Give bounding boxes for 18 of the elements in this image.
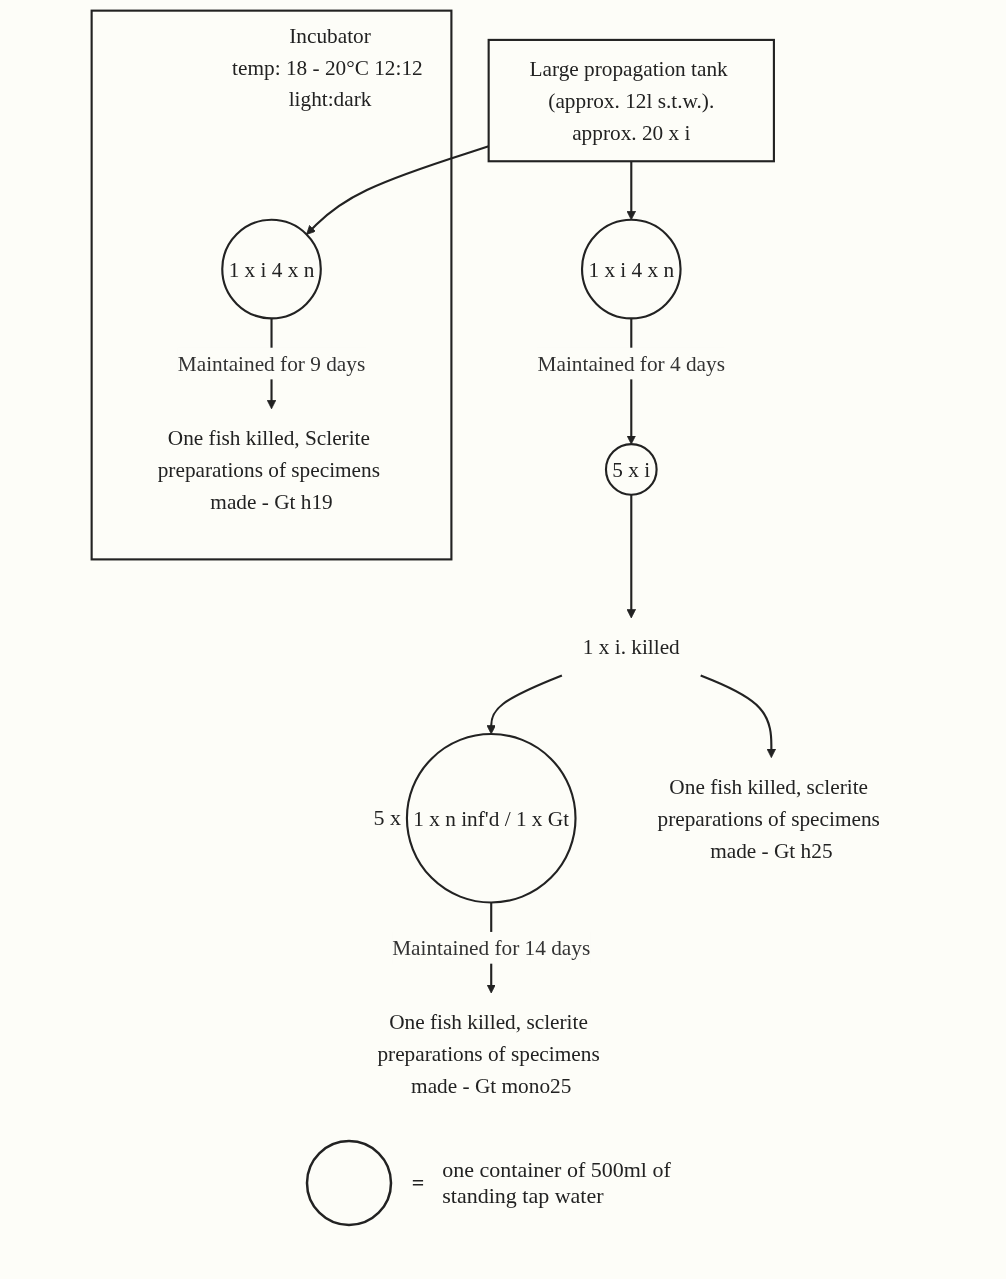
node-text: One fish killed, sclerite preparations of specimens made - Gt h25	[657, 774, 881, 862]
beside-text: 5 x	[373, 805, 402, 832]
edge-label: Maintained for 4 days	[537, 351, 726, 376]
node-box: Large propagation tank (approx. 12l s.t.w.). approx. 20 x i	[487, 38, 776, 163]
edge-label: Maintained for 9 days	[178, 351, 366, 376]
node-circle: 1 x n inf'd / 1 x Gt	[406, 732, 577, 904]
node-circle: 5 x i	[605, 443, 658, 496]
node-circle: 1 x i 4 x n	[581, 218, 682, 320]
arrow	[486, 674, 563, 735]
node-text: One fish killed, Sclerite preparations of specimens made - Gt h19	[157, 425, 381, 514]
arrow	[626, 494, 637, 619]
arrow	[700, 674, 777, 758]
node-text: 1 x i. killed	[582, 634, 680, 659]
node-circle: 1 x i 4 x n	[221, 218, 323, 320]
edge-label: Maintained for 14 days	[392, 936, 591, 960]
equals-sign: =	[411, 1170, 425, 1196]
legend-text: one container of 500ml of standing tap water	[442, 1157, 672, 1209]
node-text: One fish killed, sclerite preparations of specimens made - Gt mono25	[377, 1010, 600, 1098]
